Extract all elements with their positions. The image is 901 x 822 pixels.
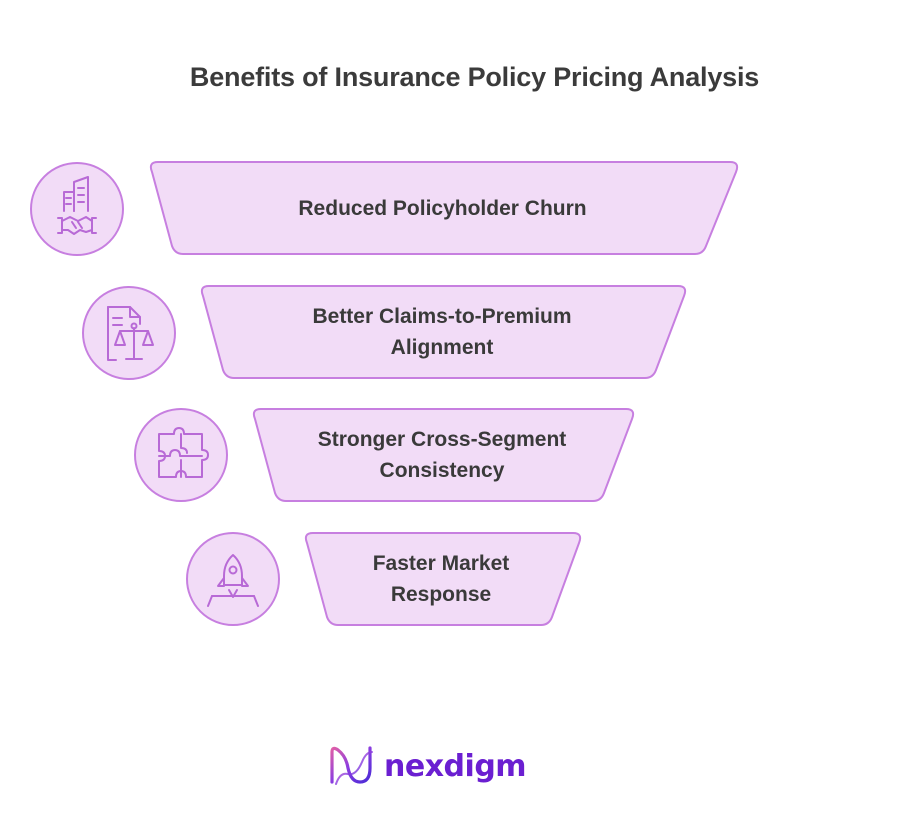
benefit-label-1-line-1: Reduced Policyholder Churn — [298, 196, 587, 220]
benefit-label-1: Reduced Policyholder Churn — [185, 162, 700, 254]
buildings-handshake-icon — [30, 162, 124, 256]
document-scales-icon — [82, 286, 176, 380]
benefit-label-2-line-1: Better Claims-to-Premium — [312, 305, 572, 328]
funnel-band-3 — [252, 408, 635, 502]
benefit-label-4-line-2: Response — [390, 583, 492, 606]
benefit-label-4-line-1: Faster Market — [372, 552, 510, 575]
benefit-label-3-line-2: Consistency — [379, 459, 505, 482]
funnel-band-1 — [149, 161, 739, 255]
brand-name: nexdigm — [384, 748, 527, 784]
puzzle-icon — [134, 408, 228, 502]
nexdigm-wave-icon — [330, 746, 373, 785]
benefit-label-3: Stronger Cross-Segment Consistency — [289, 409, 595, 501]
funnel-band-4 — [304, 532, 582, 626]
benefit-label-4: Faster Market Response — [340, 533, 542, 625]
benefit-label-2-line-2: Alignment — [390, 336, 494, 359]
brand-logo: nexdigm — [326, 742, 527, 790]
benefit-label-3-line-1: Stronger Cross-Segment — [317, 428, 567, 451]
page-title: Benefits of Insurance Policy Pricing Ana… — [189, 62, 760, 92]
benefit-label-2: Better Claims-to-Premium Alignment — [237, 286, 647, 378]
rocket-launch-icon — [186, 532, 280, 626]
funnel-band-2 — [200, 285, 687, 379]
